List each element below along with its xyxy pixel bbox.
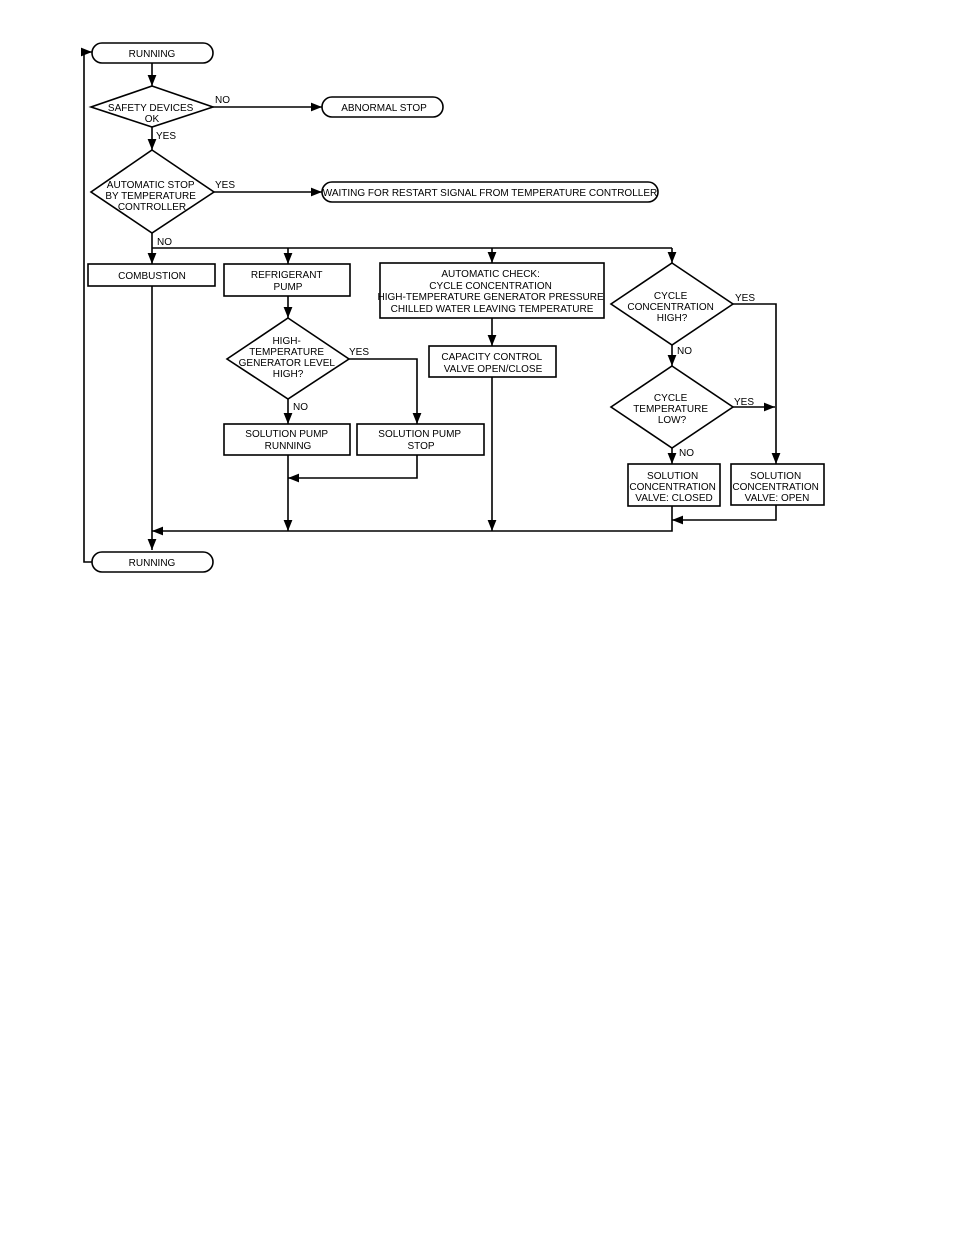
htgen-decision [225,317,351,400]
automatic-check-box [379,262,605,319]
htgen-yes-arrow [349,358,422,424]
safety-no-label: NO [215,95,230,106]
cycconc-no-label: NO [677,346,692,357]
refrigerant-pump-label: REFRIGERANT PUMP [251,270,325,293]
safety-decision [88,85,216,128]
safety-yes-label: YES [156,131,176,142]
solution-pump-stop-label: SOLUTION PUMP STOP [378,429,463,452]
abnormal-stop-label: ABNORMAL STOP [341,103,427,114]
safety-label: SAFETY DEVICES OK [108,103,196,125]
solution-pump-running-label: SOLUTION PUMP RUNNING [245,429,330,452]
htgen-label: HIGH- TEMPERATURE GENERATOR LEVEL HIGH? [239,336,338,380]
capacity-control-label: CAPACITY CONTROL VALVE OPEN/CLOSE [441,352,544,375]
merge-line [152,506,673,536]
cycle-temperature-decision [609,365,735,449]
valve-open-box [730,463,825,506]
running-bottom-terminal [91,551,214,573]
htgen-no-label: NO [293,402,308,413]
valve-open-return-arrow [672,505,777,525]
shapes [87,42,825,573]
cyctemp-no-label: NO [679,448,694,459]
abnormal-stop-terminal [321,96,444,118]
cycle-concentration-label: CYCLE CONCENTRATION HIGH? [627,291,716,324]
cycconc-yes-label: YES [735,293,755,304]
cycle-concentration-decision [609,262,735,346]
cyctemp-yes-label: YES [734,397,754,408]
node-labels: RUNNING SAFETY DEVICES OK ABNORMAL STOP … [105,49,821,569]
waiting-terminal [321,181,659,203]
combustion-label: COMBUSTION [118,271,186,282]
autostop-decision [89,149,216,234]
running-bottom-label: RUNNING [129,558,176,569]
valve-closed-label: SOLUTION CONCENTRATION VALVE: CLOSED [629,471,718,504]
valve-open-label: SOLUTION CONCENTRATION VALVE: OPEN [732,471,821,504]
refrigerant-pump-box [223,263,351,297]
htgen-yes-label: YES [349,347,369,358]
autostop-yes-label: YES [215,180,235,191]
running-top-label: RUNNING [129,49,176,60]
valve-closed-box [627,463,721,507]
cycconc-yes-arrow [733,303,781,464]
solution-pump-stop-box [356,423,485,456]
capacity-control-box [428,345,557,378]
solution-pump-running-box [223,423,351,456]
edge-labels: NO YES YES NO YES NO YES NO YES NO [156,95,755,459]
combustion-box [87,263,216,287]
sol-stop-return-arrow [288,455,418,483]
autostop-no-label: NO [157,237,172,248]
automatic-check-label: AUTOMATIC CHECK: CYCLE CONCENTRATION HIG… [378,269,607,315]
autostop-label: AUTOMATIC STOP BY TEMPERATURE CONTROLLER [105,180,198,213]
cycle-temperature-label: CYCLE TEMPERATURE LOW? [633,393,711,426]
loop-back-line [80,47,92,563]
connectors [80,47,781,563]
running-top-terminal [91,42,214,64]
waiting-label: WAITING FOR RESTART SIGNAL FROM TEMPERAT… [323,188,657,199]
